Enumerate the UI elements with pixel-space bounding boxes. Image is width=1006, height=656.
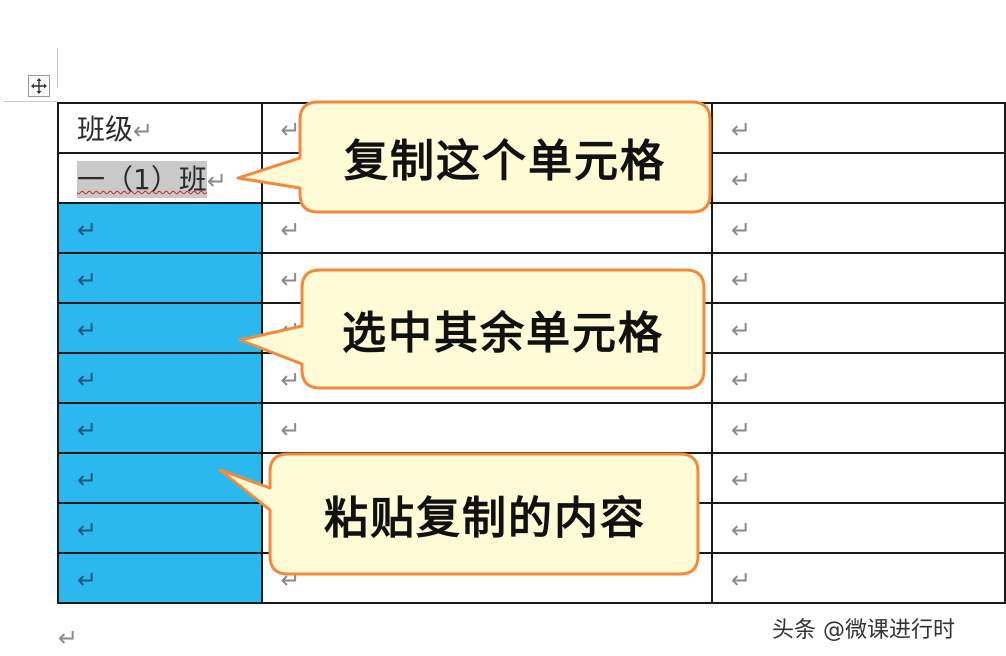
table-row: ↵ ↵ ↵ bbox=[57, 402, 1006, 454]
table-cell[interactable]: ↵ bbox=[710, 352, 1006, 404]
return-mark: ↵ bbox=[133, 117, 154, 145]
return-mark: ↵ bbox=[280, 365, 301, 394]
selected-cell[interactable]: ↵ bbox=[57, 552, 263, 604]
table-cell[interactable]: ↵ bbox=[710, 452, 1006, 504]
paragraph-return-mark: ↵ bbox=[58, 624, 79, 652]
return-mark: ↵ bbox=[77, 565, 98, 594]
return-mark: ↵ bbox=[280, 415, 301, 444]
copy-source-cell[interactable]: 一（1）班↵ bbox=[57, 152, 263, 204]
return-mark: ↵ bbox=[280, 115, 301, 144]
page-guide-horizontal bbox=[4, 101, 58, 102]
return-mark: ↵ bbox=[730, 415, 752, 444]
return-mark: ↵ bbox=[730, 515, 752, 544]
selected-cell[interactable]: ↵ bbox=[57, 502, 263, 554]
page-guide-vertical bbox=[57, 48, 58, 88]
callout-select-cells: 选中其余单元格 bbox=[236, 264, 710, 394]
selected-cell[interactable]: ↵ bbox=[57, 302, 263, 354]
cell-header-label: 班级 bbox=[77, 113, 134, 146]
return-mark: ↵ bbox=[730, 165, 752, 194]
return-mark: ↵ bbox=[77, 465, 98, 494]
table-move-handle[interactable] bbox=[28, 75, 50, 97]
table-cell[interactable]: ↵ bbox=[710, 152, 1006, 204]
table-cell[interactable]: ↵ bbox=[710, 252, 1006, 304]
table-cell[interactable]: ↵ bbox=[710, 502, 1006, 554]
selected-cell[interactable]: ↵ bbox=[57, 402, 263, 454]
callout-paste-content: 粘贴复制的内容 bbox=[214, 448, 706, 580]
table-cell[interactable]: ↵ bbox=[710, 302, 1006, 354]
return-mark: ↵ bbox=[730, 465, 752, 494]
return-mark: ↵ bbox=[280, 265, 301, 294]
table-cell[interactable]: 班级↵ bbox=[57, 102, 263, 154]
callout-select-text: 选中其余单元格 bbox=[342, 308, 664, 359]
table-cell[interactable]: ↵ bbox=[710, 202, 1006, 254]
table-cell[interactable]: ↵ bbox=[260, 402, 713, 454]
table-cell[interactable]: ↵ bbox=[710, 552, 1006, 604]
selected-cell[interactable]: ↵ bbox=[57, 202, 263, 254]
return-mark: ↵ bbox=[77, 315, 98, 344]
return-mark: ↵ bbox=[77, 415, 98, 444]
return-mark: ↵ bbox=[730, 365, 752, 394]
selected-cell[interactable]: ↵ bbox=[57, 352, 263, 404]
return-mark: ↵ bbox=[730, 265, 752, 294]
return-mark: ↵ bbox=[77, 365, 98, 394]
return-mark: ↵ bbox=[730, 565, 752, 594]
table-cell[interactable]: ↵ bbox=[710, 102, 1006, 154]
selected-cell[interactable]: ↵ bbox=[57, 252, 263, 304]
callout-paste-text: 粘贴复制的内容 bbox=[324, 493, 646, 544]
move-arrows-icon bbox=[31, 78, 47, 94]
selected-cell[interactable]: ↵ bbox=[57, 452, 263, 504]
cell-class-name: 一（1）班 bbox=[77, 161, 207, 198]
callout-copy-text: 复制这个单元格 bbox=[344, 136, 666, 187]
return-mark: ↵ bbox=[77, 215, 98, 244]
return-mark: ↵ bbox=[730, 215, 752, 244]
return-mark: ↵ bbox=[730, 115, 752, 144]
return-mark: ↵ bbox=[206, 167, 227, 195]
return-mark: ↵ bbox=[280, 215, 301, 244]
table-cell[interactable]: ↵ bbox=[710, 402, 1006, 454]
return-mark: ↵ bbox=[77, 265, 98, 294]
callout-copy-cell: 复制这个单元格 bbox=[230, 96, 716, 218]
watermark-text: 头条 @微课进行时 bbox=[772, 618, 955, 643]
return-mark: ↵ bbox=[730, 315, 752, 344]
return-mark: ↵ bbox=[77, 515, 98, 544]
